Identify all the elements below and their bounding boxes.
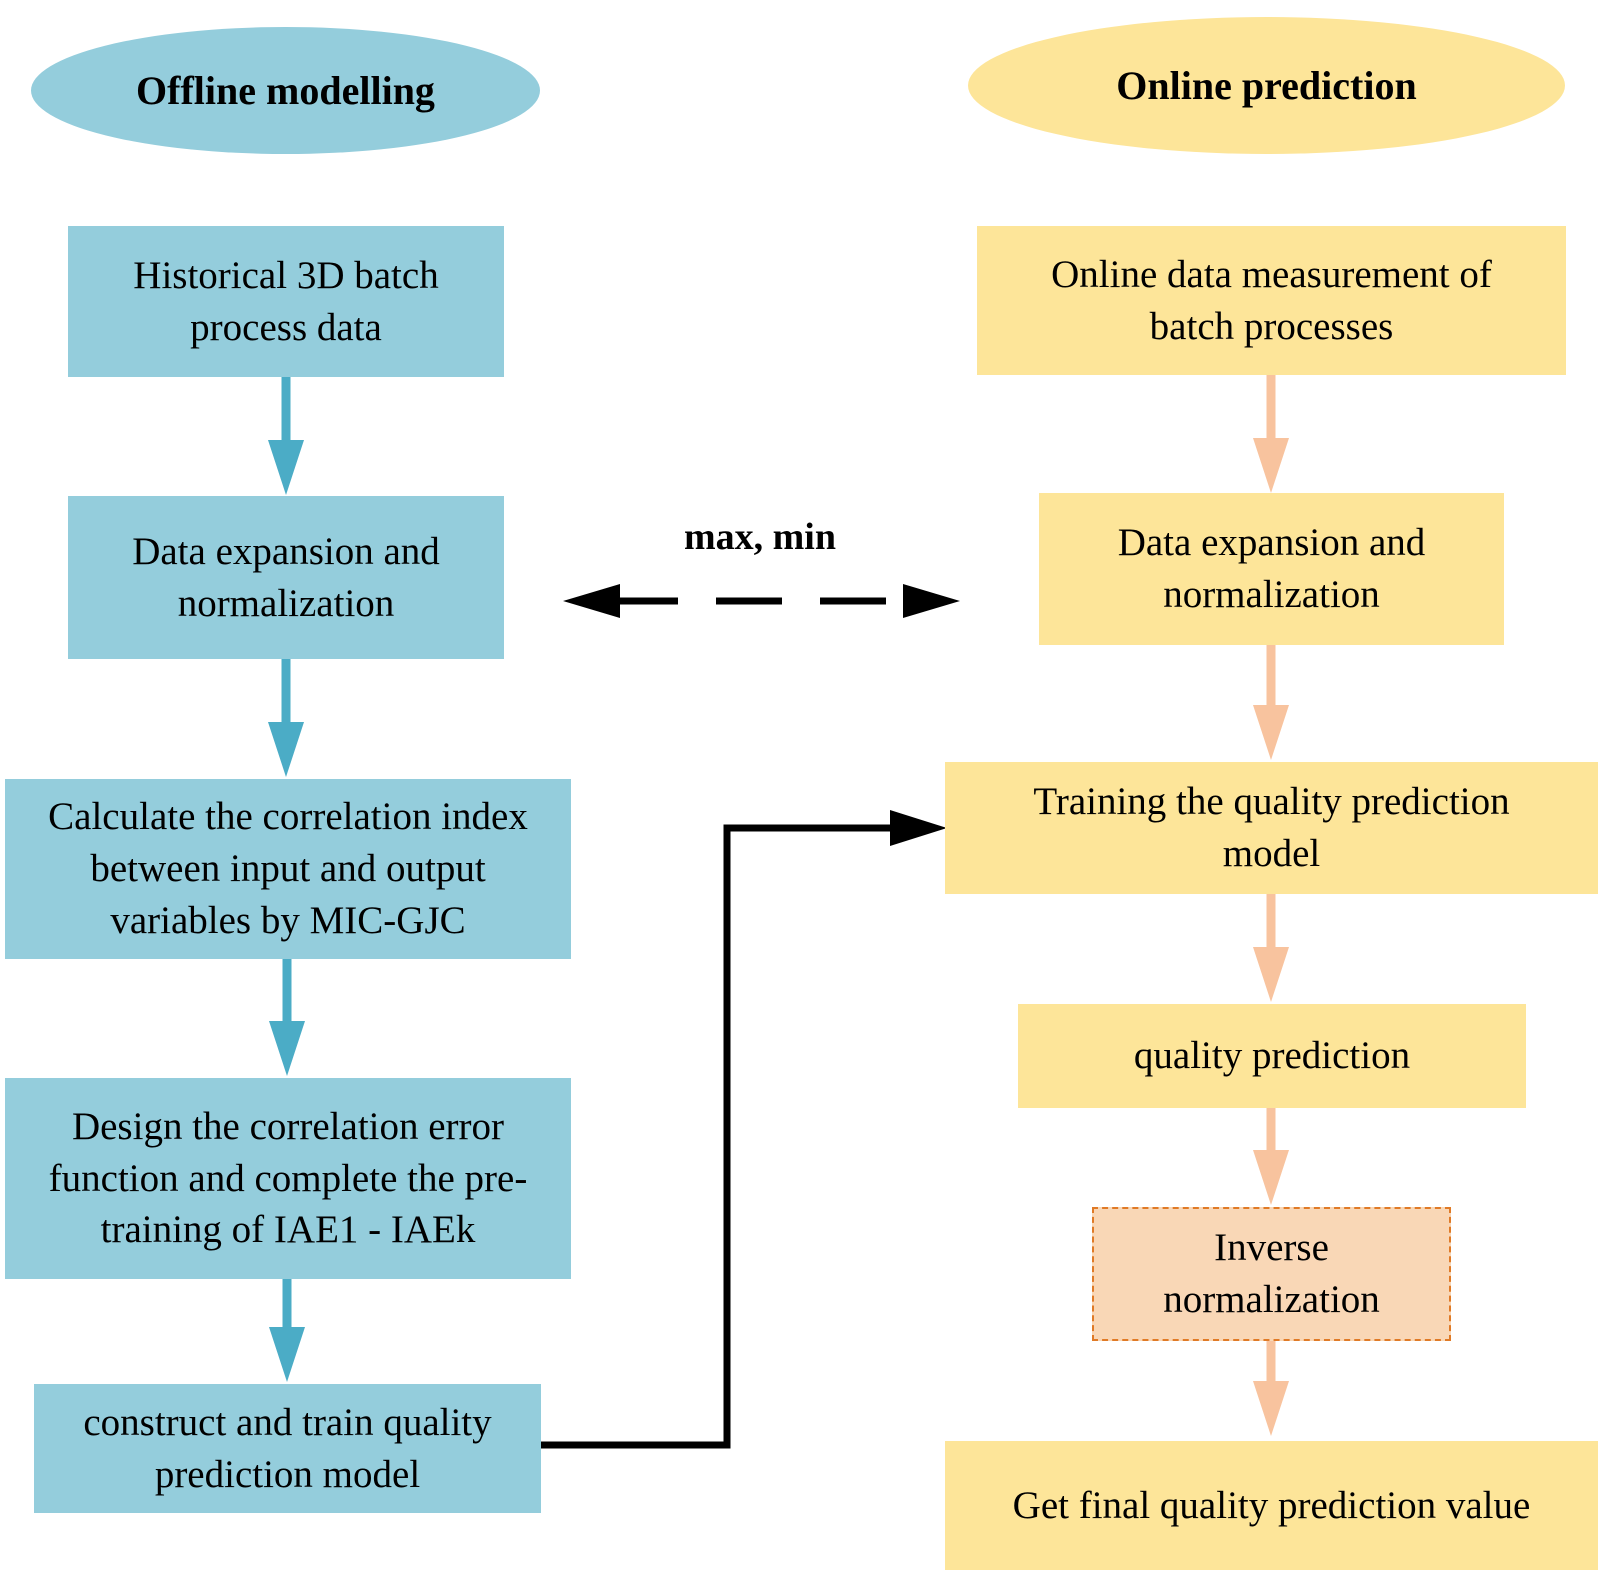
max-min-label: max, min	[684, 516, 836, 558]
online-arrow-5	[1253, 1339, 1289, 1436]
offline-arrow-1	[268, 375, 304, 495]
offline-arrows	[268, 375, 305, 1382]
online-step-expansion-normalization: Data expansion and normalization	[1039, 493, 1504, 645]
offline-step-historical-data: Historical 3D batch process data	[68, 226, 504, 377]
online-step-final-value: Get final quality prediction value	[945, 1441, 1598, 1570]
offline-modelling-header: Offline modelling	[31, 27, 540, 154]
online-arrow-1	[1253, 374, 1289, 493]
online-arrows	[1253, 374, 1289, 1436]
online-step-inverse-normalization: Inverse normalization	[1092, 1207, 1451, 1341]
offline-modelling-title: Offline modelling	[136, 68, 435, 113]
offline-arrow-4	[269, 1278, 305, 1382]
offline-step-pretraining: Design the correlation error function an…	[5, 1078, 571, 1279]
online-prediction-title: Online prediction	[1116, 63, 1417, 108]
online-step-quality-prediction: quality prediction	[1018, 1004, 1526, 1108]
model-transfer-arrow	[538, 810, 947, 1449]
offline-step-train-model: construct and train quality prediction m…	[34, 1384, 541, 1513]
max-min-dashed-arrow	[563, 584, 960, 618]
online-prediction-header: Online prediction	[968, 17, 1565, 154]
offline-step-expansion-normalization: Data expansion and normalization	[68, 496, 504, 659]
online-step-measurement: Online data measurement of batch process…	[977, 226, 1566, 375]
online-step-training-model: Training the quality prediction model	[945, 762, 1598, 894]
offline-arrow-2	[268, 658, 304, 777]
offline-step-correlation-index: Calculate the correlation index between …	[5, 779, 571, 959]
online-arrow-2	[1253, 644, 1289, 760]
online-arrow-3	[1253, 892, 1289, 1002]
offline-arrow-3	[269, 957, 305, 1076]
online-arrow-4	[1253, 1107, 1289, 1205]
